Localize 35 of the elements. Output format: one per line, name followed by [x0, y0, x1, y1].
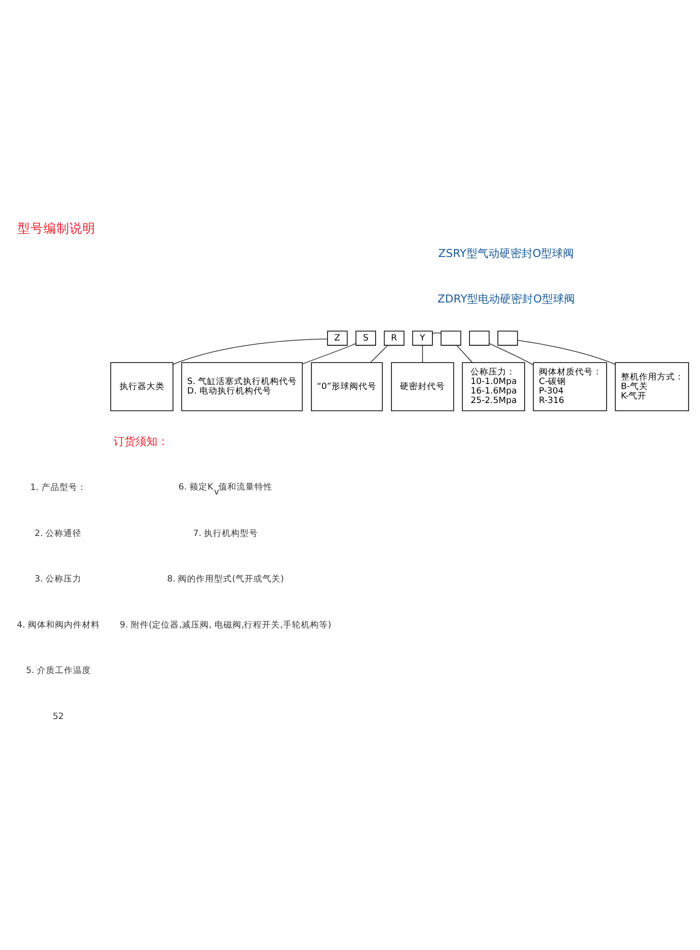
node-box: 阀体材质代号： C-碳钢 P-304 R-316 [532, 362, 608, 412]
label: 2. 公称通径 [34, 528, 82, 539]
node-box [497, 330, 518, 346]
node-box: 整机作用方式： B-气关 K-气开 [614, 362, 690, 412]
node-box [440, 330, 462, 346]
node-box: S. 气缸活塞式执行机构代号 D. 电动执行机构代号 [181, 362, 303, 412]
diagram-title: 型号编制说明 [18, 220, 96, 236]
label: 4. 阀体和阀内件材料 [16, 620, 100, 630]
connector [370, 345, 388, 363]
node-box [469, 330, 490, 346]
label: 7. 执行机构型号 [193, 528, 258, 539]
label: 52 [52, 712, 64, 722]
node-box: “0”形球阀代号 [310, 362, 383, 412]
connector [432, 332, 442, 334]
label: ZDRY型电动硬密封O型球阀 [438, 292, 575, 306]
node-box: Y [412, 330, 433, 346]
label: 5. 介质工作温度 [26, 666, 91, 676]
label: 订货须知： [113, 435, 168, 448]
connector [172, 338, 328, 365]
label: 9. 附件(定位器,减压阀, 电磁阀,行程开关,手轮机构等) [120, 620, 332, 630]
label: 3. 公称压力 [34, 574, 82, 585]
connector [517, 340, 616, 365]
node-box: 执行器大类 [110, 362, 174, 412]
connector [456, 345, 473, 363]
label: 8. 阀的作用型式(气开或气关) [167, 574, 284, 585]
node-box: S [356, 330, 376, 346]
node-box: 公称压力： 10-1.0Mpa 16-1.6Mpa 25-2.5Mpa [462, 362, 526, 412]
node-box: 硬密封代号 [391, 362, 454, 412]
connector [488, 343, 534, 366]
label: 1. 产品型号： [30, 483, 86, 494]
label: ZSRY型气动硬密封O型球阀 [438, 246, 574, 260]
node-box: R [384, 330, 404, 346]
connector [302, 343, 356, 364]
connector [422, 345, 423, 363]
node-box: Z [327, 330, 348, 346]
